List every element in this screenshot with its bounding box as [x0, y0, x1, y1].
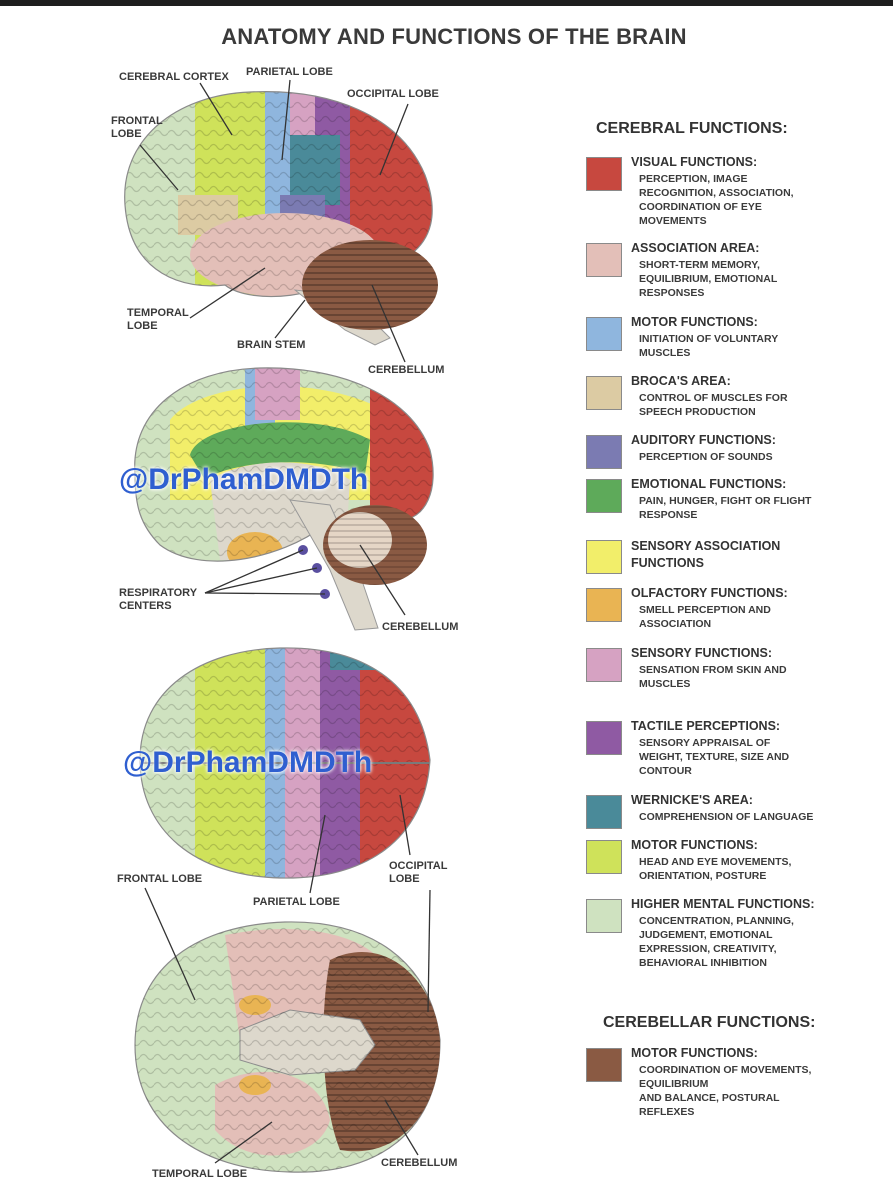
- label-frontal-lobe-top: FRONTAL LOBE: [111, 115, 163, 140]
- legend-swatch: [586, 1048, 622, 1082]
- legend-title: EMOTIONAL FUNCTIONS:: [631, 477, 787, 491]
- legend-title: SENSORY FUNCTIONS:: [631, 646, 772, 660]
- legend-description: SENSORY APPRAISAL OF WEIGHT, TEXTURE, SI…: [639, 737, 790, 777]
- legend-description: INITIATION OF VOLUNTARY MUSCLES: [639, 333, 779, 359]
- legend-swatch: [586, 648, 622, 682]
- brain-medial-view: [134, 367, 434, 631]
- label-brain-stem: BRAIN STEM: [237, 339, 306, 351]
- legend-swatch: [586, 840, 622, 874]
- legend-swatch: [586, 540, 622, 574]
- legend-swatch: [586, 795, 622, 829]
- watermark-2: @DrPhamDMDTh: [123, 746, 373, 779]
- page-title: ANATOMY AND FUNCTIONS OF THE BRAIN: [221, 24, 687, 49]
- legend-swatch: [586, 435, 622, 469]
- legend-title: AUDITORY FUNCTIONS:: [631, 433, 776, 447]
- legend-title: VISUAL FUNCTIONS:: [631, 155, 758, 169]
- label-frontal-lobe-superior: FRONTAL LOBE: [117, 873, 203, 885]
- label-cerebellum-inferior: CEREBELLUM: [381, 1157, 458, 1169]
- top-border: [0, 0, 893, 6]
- legend-description: CONCENTRATION, PLANNING, JUDGEMENT, EMOT…: [639, 915, 794, 969]
- leader-lines: [139, 79, 431, 1164]
- label-cerebellum-lateral: CEREBELLUM: [368, 364, 445, 376]
- legend-swatch: [586, 721, 622, 755]
- cerebellar-functions-heading: CEREBELLAR FUNCTIONS:: [603, 1014, 816, 1031]
- legend-description: COORDINATION OF MOVEMENTS, EQUILIBRIUM A…: [639, 1064, 812, 1118]
- label-respiratory-centers: RESPIRATORY CENTERS: [119, 587, 198, 612]
- legend-swatch: [586, 317, 622, 351]
- label-occipital-lobe-top: OCCIPITAL LOBE: [347, 88, 439, 100]
- legend-title: SENSORY ASSOCIATION FUNCTIONS: [631, 539, 781, 570]
- legend-title: HIGHER MENTAL FUNCTIONS:: [631, 897, 815, 911]
- label-parietal-lobe-top: PARIETAL LOBE: [246, 66, 333, 78]
- legend-title: OLFACTORY FUNCTIONS:: [631, 586, 788, 600]
- legend-description: SMELL PERCEPTION AND ASSOCIATION: [639, 604, 771, 630]
- legend-description: PERCEPTION, IMAGE RECOGNITION, ASSOCIATI…: [639, 173, 794, 227]
- label-cerebellum-medial: CEREBELLUM: [382, 621, 459, 633]
- legend-description: SHORT-TERM MEMORY, EQUILIBRIUM, EMOTIONA…: [639, 259, 778, 299]
- cerebral-functions-heading: CEREBRAL FUNCTIONS:: [596, 120, 788, 137]
- legend-title: BROCA'S AREA:: [631, 374, 731, 388]
- legend-swatch: [586, 479, 622, 513]
- legend-description: HEAD AND EYE MOVEMENTS, ORIENTATION, POS…: [639, 856, 792, 882]
- brain-superior-view: [139, 647, 431, 879]
- legend-title: MOTOR FUNCTIONS:: [631, 1046, 758, 1060]
- brain-inferior-view: [134, 921, 441, 1173]
- label-parietal-lobe-superior: PARIETAL LOBE: [253, 896, 340, 908]
- legend-title: ASSOCIATION AREA:: [631, 241, 760, 255]
- legend-description: PAIN, HUNGER, FIGHT OR FLIGHT RESPONSE: [639, 495, 812, 521]
- label-occipital-lobe-superior: OCCIPITAL LOBE: [389, 860, 448, 885]
- label-temporal-lobe-inferior: TEMPORAL LOBE: [152, 1168, 248, 1180]
- legend-swatch: [586, 243, 622, 277]
- legend-description: COMPREHENSION OF LANGUAGE: [639, 811, 814, 823]
- legend-swatch: [586, 157, 622, 191]
- legend-swatch: [586, 588, 622, 622]
- legend-title: WERNICKE'S AREA:: [631, 793, 753, 807]
- legend-title: TACTILE PERCEPTIONS:: [631, 719, 781, 733]
- watermark-1: @DrPhamDMDTh: [119, 463, 369, 496]
- brain-illustrations: [124, 79, 441, 1173]
- label-temporal-lobe-top: TEMPORAL LOBE: [127, 307, 189, 332]
- legend-description: SENSATION FROM SKIN AND MUSCLES: [639, 664, 787, 690]
- legend-title: MOTOR FUNCTIONS:: [631, 315, 758, 329]
- brain-lateral-view: [124, 91, 438, 346]
- legend-description: PERCEPTION OF SOUNDS: [639, 451, 773, 463]
- label-cerebral-cortex: CEREBRAL CORTEX: [119, 71, 229, 83]
- legend-swatch: [586, 376, 622, 410]
- legend-title: MOTOR FUNCTIONS:: [631, 838, 758, 852]
- legend-swatch: [586, 899, 622, 933]
- legend-description: CONTROL OF MUSCLES FOR SPEECH PRODUCTION: [639, 392, 788, 418]
